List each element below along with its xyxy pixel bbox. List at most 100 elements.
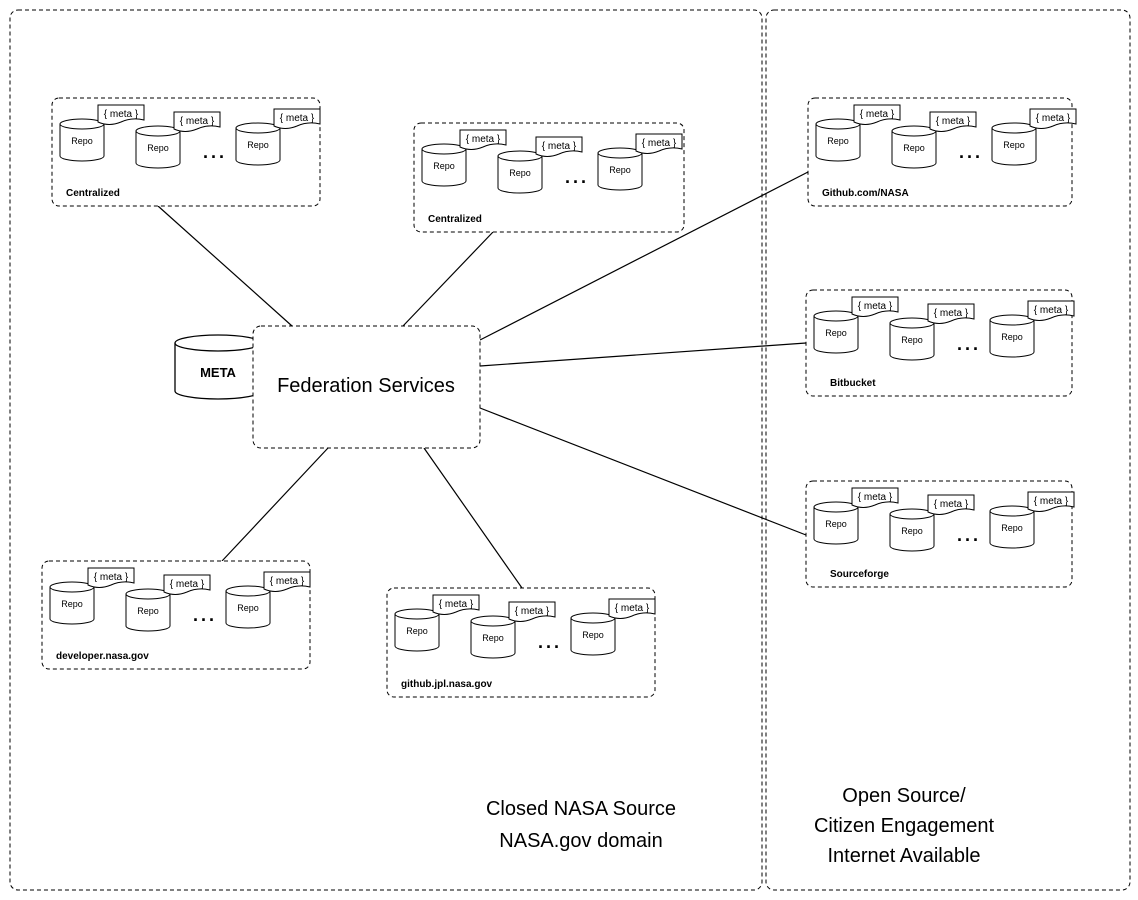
meta-note: { meta } [851,296,899,317]
repo-database: Repo [394,608,440,652]
repo-cluster-name: Centralized [428,214,482,225]
repository-clusters: Repo{ meta }Repo{ meta }Repo{ meta }...C… [41,97,1077,698]
repo-cluster: Repo { meta } Repo { meta } Repo { meta }... g… [386,587,656,698]
meta-note-label: { meta } [94,572,129,583]
connector-bitbucket [479,342,807,367]
meta-note: { meta } [163,574,211,595]
federation-services-label: Federation Services [277,375,455,397]
repo-cluster-name: Github.com/NASA [822,188,909,199]
repo-label: Repo [903,143,925,153]
repo-database: Repo [470,615,516,659]
repo-database: Repo [135,125,181,169]
open-zone-label-line1: Open Source/ [842,785,966,807]
repo-database: Repo [989,505,1035,549]
meta-note-label: { meta } [858,492,893,503]
meta-note-label: { meta } [1034,496,1069,507]
repo-database: Repo [597,147,643,191]
repo-label: Repo [825,328,847,338]
repo-label: Repo [71,136,93,146]
meta-note: { meta } [459,129,507,150]
meta-note: { meta } [635,133,683,154]
repo-cluster: Repo{ meta }Repo{ meta }Repo{ meta }...C… [51,97,321,207]
repo-database: Repo [497,150,543,194]
more-repos-ellipsis: ... [565,167,589,187]
meta-note-label: { meta } [1034,305,1069,316]
repo-label: Repo [582,630,604,640]
repo-database: Repo [889,508,935,552]
meta-note: { meta } [508,601,556,622]
repo-database: Repo [889,317,935,361]
repo-label: Repo [509,168,531,178]
repo-database: Repo [49,581,95,625]
repo-label: Repo [609,165,631,175]
meta-note-label: { meta } [466,134,501,145]
meta-note-label: { meta } [439,599,474,610]
repo-database: Repo [235,122,281,166]
meta-note: { meta } [608,598,656,619]
repo-cluster-name: Centralized [66,188,120,199]
meta-note-label: { meta } [934,308,969,319]
meta-note: { meta } [273,108,321,129]
repo-database: Repo [991,122,1037,166]
meta-note: { meta } [263,571,311,592]
repo-cluster: Repo{ meta }Repo{ meta }Repo{ meta }...G… [807,97,1077,207]
repo-label: Repo [61,599,83,609]
repo-database: Repo [891,125,937,169]
connector-github-nasa [479,171,809,341]
connector-centralized-right [402,231,494,327]
open-zone-label-line3: Internet Available [827,845,980,867]
meta-note: { meta } [927,303,975,324]
connector-centralized-left [157,205,293,327]
meta-note-label: { meta } [104,109,139,120]
meta-note: { meta } [1027,300,1075,321]
repo-cluster: Repo{ meta }Repo{ meta }Repo{ meta }...d… [41,560,311,670]
repo-database: Repo [421,143,467,187]
closed-zone-border [9,9,763,891]
meta-note-label: { meta } [858,301,893,312]
meta-note-label: { meta } [170,579,205,590]
meta-note: { meta } [173,111,221,132]
repo-database: Repo [59,118,105,162]
repo-label: Repo [237,603,259,613]
closed-zone-label-line2: NASA.gov domain [499,830,662,852]
repo-label: Repo [1001,523,1023,533]
meta-note-label: { meta } [280,113,315,124]
meta-note-label: { meta } [936,116,971,127]
connector-sourceforge [479,407,807,536]
closed-zone-label-line1: Closed NASA Source [486,798,676,820]
repo-label: Repo [827,136,849,146]
connector-github-jpl [423,447,523,589]
repo-cluster: Repo { meta } Repo { meta } Repo { meta }... C… [413,122,685,233]
repo-label: Repo [147,143,169,153]
meta-note-label: { meta } [542,141,577,152]
more-repos-ellipsis: ... [957,334,981,354]
more-repos-ellipsis: ... [203,142,227,162]
repo-cluster-name: github.jpl.nasa.gov [401,679,493,690]
repo-label: Repo [482,633,504,643]
meta-note: { meta } [97,104,145,125]
repo-database: Repo [225,585,271,629]
repo-cluster-name: developer.nasa.gov [56,651,149,662]
meta-note: { meta } [929,111,977,132]
repo-label: Repo [137,606,159,616]
meta-note-label: { meta } [934,499,969,510]
repo-database: Repo [125,588,171,632]
meta-note-label: { meta } [180,116,215,127]
repo-label: Repo [825,519,847,529]
federation-services-box [252,325,481,449]
repo-label: Repo [901,335,923,345]
meta-note: { meta } [927,494,975,515]
meta-database-label: META [200,365,236,380]
open-zone-label-line2: Citizen Engagement [814,815,995,837]
repo-label: Repo [1003,140,1025,150]
meta-note: { meta } [853,104,901,125]
repo-label: Repo [406,626,428,636]
meta-note: { meta } [1027,491,1075,512]
repo-database: Repo [989,314,1035,358]
repo-database: Repo [570,612,616,656]
meta-note-label: { meta } [642,138,677,149]
repo-label: Repo [433,161,455,171]
meta-note: { meta } [87,567,135,588]
more-repos-ellipsis: ... [538,632,562,652]
